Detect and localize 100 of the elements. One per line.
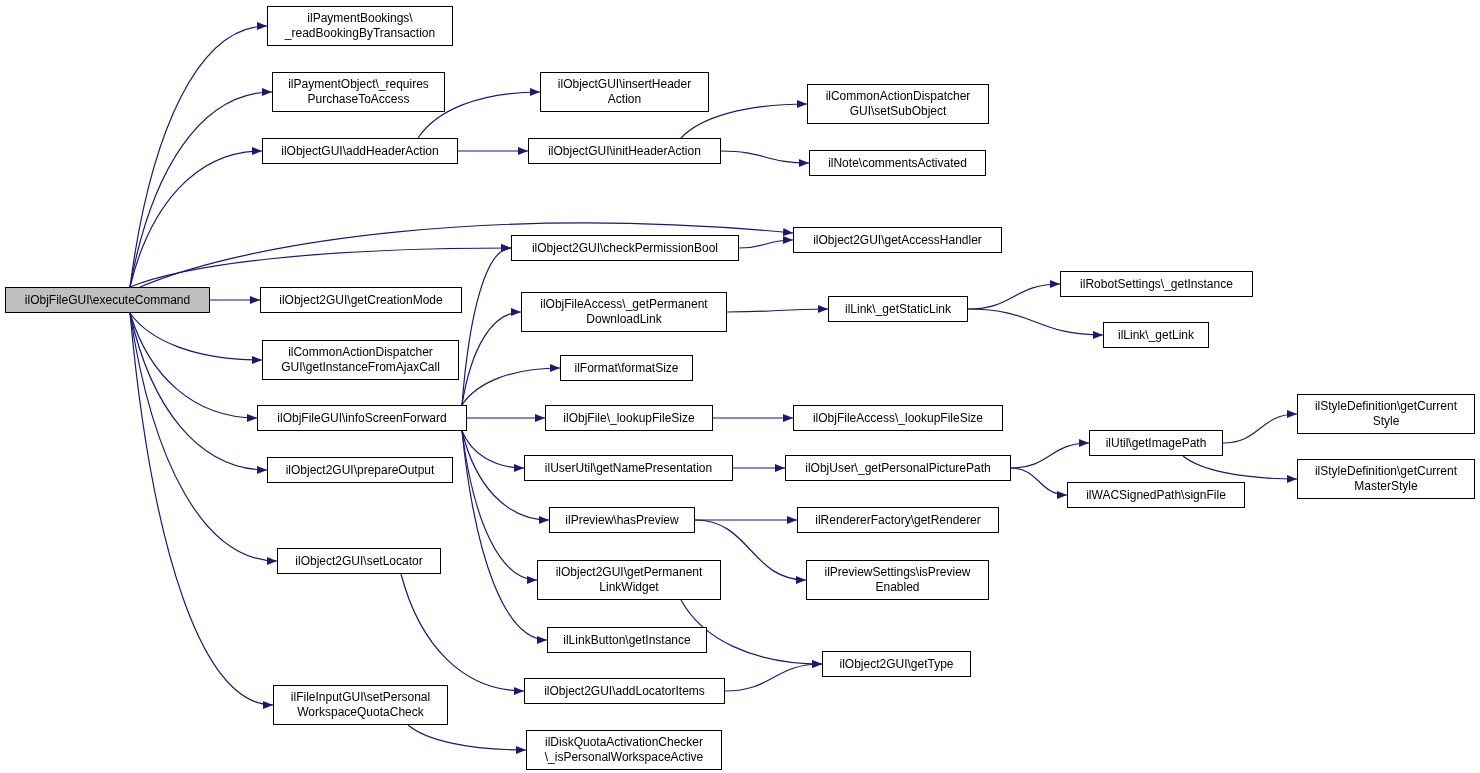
function-name: ilNote\commentsActivated (828, 155, 967, 171)
arrow (417, 88, 541, 139)
function-name: ilObject2GUI\checkPermissionBool (531, 240, 719, 256)
function-box (793, 227, 1002, 253)
function-box (1297, 459, 1475, 499)
function-name: ilLink\_getStaticLink (844, 301, 952, 317)
function-box (267, 6, 453, 46)
function-box (267, 457, 453, 483)
function-name: ilObjFile\_lookupFileSize (563, 410, 695, 426)
function-box (273, 685, 448, 725)
arrow (129, 312, 274, 708)
arrow (461, 364, 561, 406)
arrow (209, 296, 261, 304)
function-name: ilObjFileAccess\_lookupFileSize (812, 410, 984, 426)
arrow (461, 430, 548, 643)
function-box (547, 627, 707, 653)
function-box (1297, 394, 1475, 434)
arrow (726, 305, 829, 314)
arrow (129, 147, 263, 288)
arrow (1010, 467, 1068, 499)
function-name: ilObjectGUI\initHeaderAction (548, 143, 701, 159)
function-name: ilObject2GUI\getPermanent LinkWidget (554, 565, 704, 595)
function-box (1060, 271, 1253, 297)
function-name: ilPaymentObject\_requires PurchaseToAccess (287, 77, 430, 107)
function-box (511, 235, 739, 261)
function-name: ilObjUser\_getPersonalPicturePath (805, 460, 991, 476)
arrow (967, 308, 1104, 339)
function-box (807, 84, 989, 124)
function-box (524, 455, 733, 481)
arrow (1010, 439, 1090, 469)
function-box (526, 730, 722, 770)
function-box (540, 72, 709, 112)
arrow (680, 100, 808, 139)
function-name: ilRobotSettings\_getInstance (1080, 276, 1233, 292)
function-name: ilLink\_getLink (1117, 327, 1195, 343)
arrow (461, 430, 525, 472)
function-name: ilObject2GUI\getCreationMode (279, 292, 443, 308)
function-name: ilObjectGUI\addHeaderAction (281, 143, 439, 159)
function-name: ilObject2GUI\getAccessHandler (813, 232, 982, 248)
function-box (1103, 322, 1209, 348)
function-name: ilObject2GUI\getType (839, 656, 954, 672)
function-box (809, 150, 986, 176)
arrow (738, 236, 794, 249)
arrow (694, 519, 807, 584)
function-box (524, 678, 725, 704)
function-name: ilFileInputGUI\setPersonal WorkspaceQuotaCheck (289, 690, 432, 720)
function-box (528, 138, 721, 164)
function-name: ilCommonActionDispatcher GUI\getInstanceFromAjaxCall (280, 345, 441, 375)
function-box (828, 296, 968, 322)
arrow (712, 414, 794, 422)
arrow (720, 150, 810, 167)
function-name: ilObject2GUI\addLocatorItems (544, 683, 705, 699)
arrow (461, 309, 522, 406)
function-name: ilWACSignedPath\signFile (1086, 487, 1226, 503)
arrow (724, 660, 823, 692)
arrow (457, 147, 529, 155)
function-name: ilObjFileGUI\infoScreenForward (277, 410, 447, 426)
function-name: ilStyleDefinition\getCurrent Style (1313, 399, 1459, 429)
arrow (466, 414, 546, 422)
function-box (277, 548, 441, 574)
arrow (732, 464, 786, 472)
function-box (545, 405, 713, 431)
function-box (806, 560, 989, 600)
function-box (272, 72, 445, 112)
function-name: ilLinkButton\getInstance (563, 632, 691, 648)
function-box (822, 651, 971, 677)
function-box (560, 355, 693, 381)
function-name: ilFormat\formatSize (574, 360, 679, 376)
arrow (694, 516, 798, 524)
function-box (1089, 430, 1223, 456)
function-name: ilDiskQuotaActivationChecker \_isPersonalWorkspaceActive (543, 735, 705, 765)
function-box (797, 507, 999, 533)
function-name: ilObjectGUI\insertHeader Action (556, 77, 693, 107)
function-box (262, 340, 459, 380)
function-box (549, 507, 695, 533)
function-box (260, 287, 462, 313)
function-box (537, 560, 721, 600)
function-name: ilCommonActionDispatcher GUI\setSubObject (824, 89, 972, 119)
function-name: ilObject2GUI\setLocator (295, 553, 423, 569)
function-box (1067, 482, 1245, 508)
function-name: ilRendererFactory\getRenderer (815, 512, 981, 528)
function-name: ilObjFileGUI\executeCommand (24, 292, 191, 308)
function-box (5, 287, 210, 313)
function-name: ilStyleDefinition\getCurrent MasterStyle (1313, 464, 1459, 494)
arrow (400, 573, 525, 695)
function-name: ilPreview\hasPreview (565, 512, 679, 528)
function-name: ilObjFileAccess\_getPermanent DownloadLink (539, 297, 709, 327)
arrow (139, 222, 794, 288)
arrow (1222, 410, 1298, 444)
function-box (262, 138, 458, 164)
function-box (257, 405, 467, 431)
function-name: ilUserUtil\getNamePresentation (544, 460, 713, 476)
arrow (1182, 455, 1298, 483)
function-box (793, 405, 1003, 431)
function-box (521, 292, 727, 332)
function-name: ilObject2GUI\prepareOutput (285, 462, 435, 478)
function-name: ilPaymentBookings\ _readBookingByTransaction (283, 11, 437, 41)
arrow (407, 724, 527, 754)
arrow (129, 312, 263, 364)
function-box (785, 455, 1011, 481)
